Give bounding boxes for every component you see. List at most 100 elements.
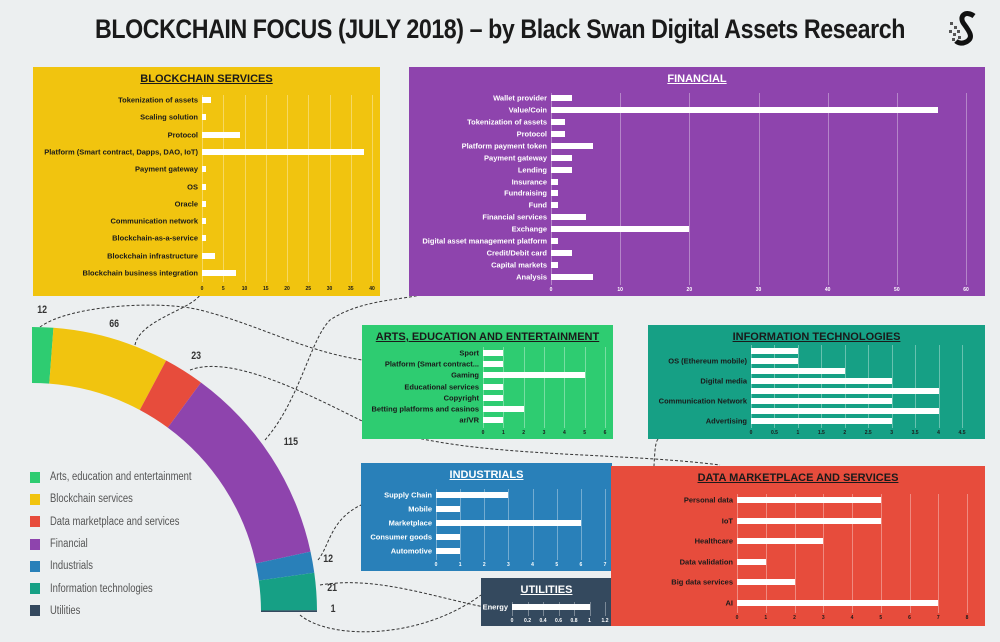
gridline xyxy=(896,93,898,285)
bar-label: Payment gateway xyxy=(484,153,547,163)
panel-title: INDUSTRIALS xyxy=(449,469,524,481)
gridline xyxy=(737,494,738,613)
legend-item: Blockchain services xyxy=(30,488,223,510)
connector-utilities xyxy=(299,594,482,633)
bar-label: Financial services xyxy=(482,212,547,222)
bar-label: Protocol xyxy=(516,129,547,139)
bar-label: Mobile xyxy=(408,504,432,514)
bar xyxy=(737,517,881,524)
gridline xyxy=(891,345,893,428)
gridline xyxy=(689,93,691,285)
panel-title: INFORMATION TECHNOLOGIES xyxy=(732,331,901,343)
bar-label: Platform (Smart contract... xyxy=(384,359,479,369)
x-tick-label: 0 xyxy=(510,618,514,624)
bar xyxy=(751,368,845,374)
bar xyxy=(551,274,593,280)
gridline xyxy=(605,347,606,428)
x-tick-label: 0.2 xyxy=(524,618,531,624)
connector-industrials xyxy=(317,504,362,561)
gridline xyxy=(605,489,606,560)
x-tick-label: 0.4 xyxy=(539,618,547,624)
gridline xyxy=(329,95,331,282)
bar xyxy=(202,148,364,155)
x-tick-label: 20 xyxy=(686,287,693,293)
x-tick-label: 8 xyxy=(965,615,969,621)
bar-label: Fundraising xyxy=(504,188,547,198)
bar xyxy=(751,388,939,394)
x-tick-label: 25 xyxy=(305,286,312,292)
bar-label: Lending xyxy=(517,165,547,175)
legend-swatch xyxy=(30,538,40,550)
bar-label: Scaling solution xyxy=(140,112,198,122)
x-tick-label: 0 xyxy=(200,286,204,292)
bar-label: Oracle xyxy=(174,199,198,209)
arc-value-label: 66 xyxy=(109,318,120,330)
gridline xyxy=(938,494,940,613)
bar-label: Wallet provider xyxy=(493,93,547,103)
x-tick-label: 1 xyxy=(796,430,800,436)
bar-label: Tokenization of assets xyxy=(118,95,198,105)
legend-item: Industrials xyxy=(30,555,223,577)
x-tick-label: 20 xyxy=(284,286,290,292)
bar-label: Supply Chain xyxy=(384,490,432,500)
bar xyxy=(202,252,215,259)
black-swan-logo-icon xyxy=(949,11,976,46)
bar xyxy=(436,520,581,526)
bar-label: Payment gateway xyxy=(135,164,198,174)
x-tick-label: 2 xyxy=(522,430,526,436)
gridline xyxy=(966,93,967,285)
legend-label: Arts, education and entertainment xyxy=(50,471,192,484)
x-tick-label: 3 xyxy=(890,430,894,436)
gridline xyxy=(751,345,752,428)
panel-title: BLOCKCHAIN SERVICES xyxy=(140,73,273,85)
legend-item: Data marketplace and services xyxy=(30,511,223,533)
bar-label: Personal data xyxy=(683,495,733,505)
gridline xyxy=(938,345,940,428)
bar-label: Tokenization of assets xyxy=(467,117,547,127)
bar xyxy=(202,114,207,121)
gridline xyxy=(880,494,882,613)
x-tick-label: 30 xyxy=(326,286,333,292)
bar-label: ar/VR xyxy=(459,415,479,425)
arc-value-label: 12 xyxy=(37,304,48,316)
bar xyxy=(737,497,881,503)
x-tick-label: 5 xyxy=(583,430,587,436)
gridline xyxy=(852,494,853,613)
x-tick-label: 2 xyxy=(793,615,796,621)
bar xyxy=(551,202,558,209)
arc-value-label: 21 xyxy=(327,582,338,594)
bar xyxy=(551,178,558,185)
bar-label: IoT xyxy=(721,516,733,526)
x-tick-label: 1 xyxy=(764,615,768,621)
bar-label: Analysis xyxy=(516,272,547,282)
x-tick-label: 5 xyxy=(555,562,559,568)
bar-label: Digital asset management platform xyxy=(422,236,547,246)
x-tick-label: 4 xyxy=(562,430,566,436)
gridline xyxy=(758,93,760,285)
x-tick-label: 0 xyxy=(735,615,739,621)
bar-label: Credit/Debit card xyxy=(486,248,547,258)
x-tick-label: 0.5 xyxy=(770,430,778,436)
connector-arts xyxy=(39,304,363,361)
bar-label: Copyright xyxy=(443,393,479,403)
x-tick-label: 2 xyxy=(843,430,847,436)
x-tick-label: 0 xyxy=(549,287,553,293)
panel-title: ARTS, EDUCATION AND ENTERTAINMENT xyxy=(375,331,600,343)
x-tick-label: 60 xyxy=(963,287,969,293)
x-tick-label: 2 xyxy=(482,562,486,568)
gridline xyxy=(523,347,525,428)
bar-label: AI xyxy=(725,598,734,608)
x-tick-label: 0.8 xyxy=(570,618,578,624)
x-tick-label: 3.5 xyxy=(911,430,919,436)
gridline xyxy=(821,345,823,428)
x-tick-label: 5 xyxy=(221,286,225,292)
gridline xyxy=(589,602,591,616)
gridline xyxy=(909,494,911,613)
panel-title: DATA MARKETPLACE AND SERVICES xyxy=(697,472,899,484)
x-tick-label: 10 xyxy=(617,287,623,293)
